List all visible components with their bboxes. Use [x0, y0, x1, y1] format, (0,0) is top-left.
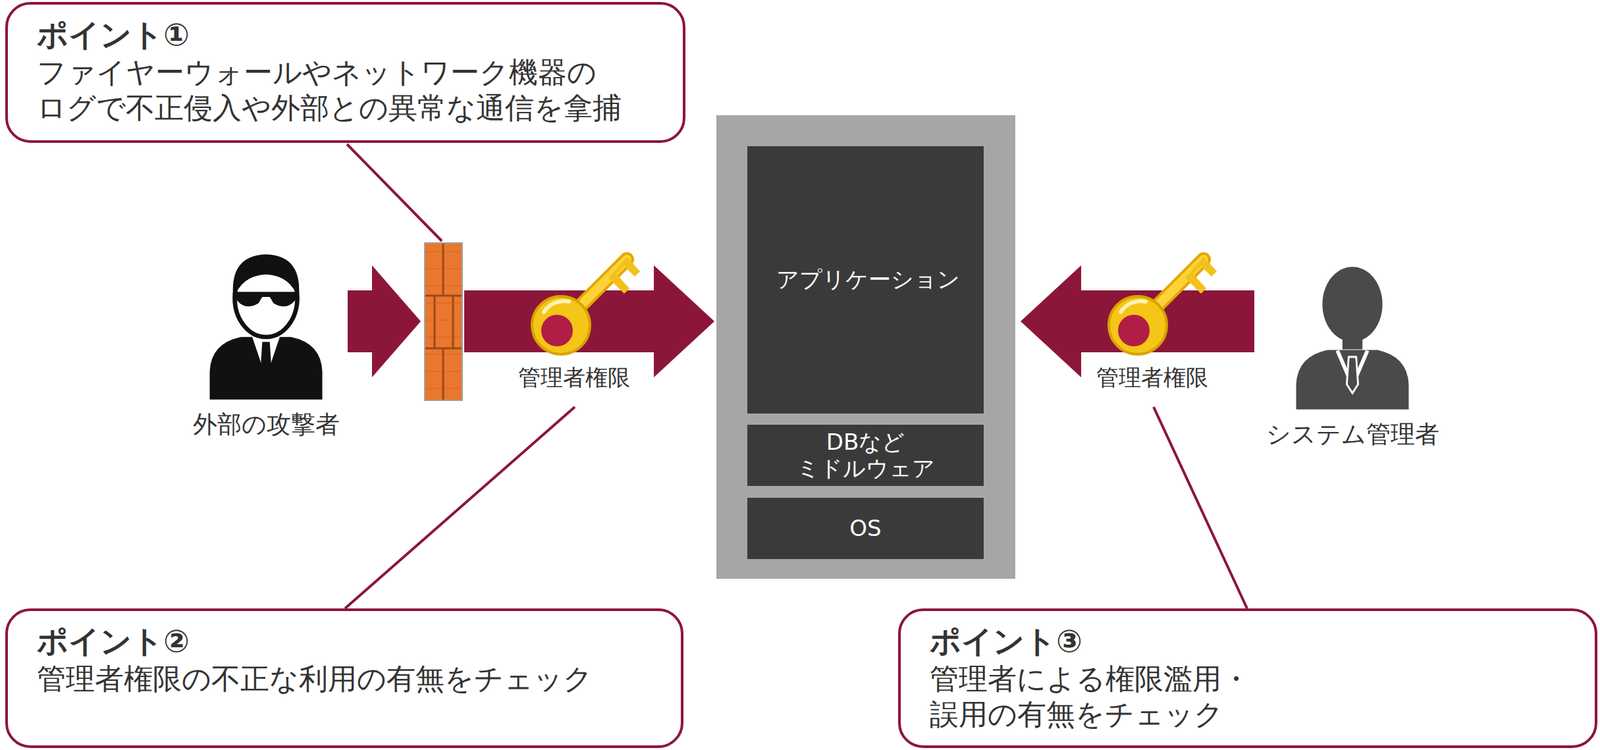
arrow-segment: [347, 265, 421, 378]
callout-box: ポイント②管理者権限の不正な利用の有無をチェック: [5, 608, 684, 748]
layer-label: OS: [776, 515, 956, 542]
callout-heading: ポイント②: [36, 621, 655, 662]
application-layer: アプリケーション: [747, 146, 984, 414]
layer-label: DBなど ミドルウェア: [776, 429, 956, 481]
figure-caption: 外部の攻撃者: [184, 410, 348, 440]
middleware-layer: DBなど ミドルウェア: [747, 424, 984, 486]
callout-heading: ポイント①: [36, 15, 657, 55]
key-icon: [1108, 256, 1217, 355]
callout-heading: ポイント③: [929, 621, 1569, 662]
admin-icon: [1289, 252, 1415, 410]
key-icon: [532, 256, 640, 355]
callout-body: 管理者権限の不正な利用の有無をチェック: [36, 661, 629, 697]
callout-body: 管理者による権限濫用・誤用の有無をチェック: [929, 661, 1521, 733]
leader-line: [345, 406, 575, 609]
leader-line: [1153, 406, 1248, 609]
figure-caption: システム管理者: [1254, 420, 1451, 450]
callout-box: ポイント③管理者による権限濫用・誤用の有無をチェック: [898, 608, 1598, 748]
admin-figure: システム管理者: [1254, 252, 1451, 450]
callout-box: ポイント①ファイヤーウォールやネットワーク機器の ログで不正侵入や外部との異常な…: [5, 1, 686, 143]
leader-line: [346, 144, 442, 241]
callout-body: ファイヤーウォールやネットワーク機器の ログで不正侵入や外部との異常な通信を拿捕: [36, 54, 629, 126]
attacker-icon: [203, 242, 329, 400]
arrow-label: 管理者権限: [515, 364, 633, 391]
layer-label: アプリケーション: [776, 266, 956, 293]
server-frame: [716, 115, 1016, 579]
attacker-figure: 外部の攻撃者: [184, 242, 348, 440]
os-layer: OS: [747, 497, 984, 560]
arrow-label: 管理者権限: [1093, 364, 1211, 391]
firewall: [424, 242, 463, 401]
